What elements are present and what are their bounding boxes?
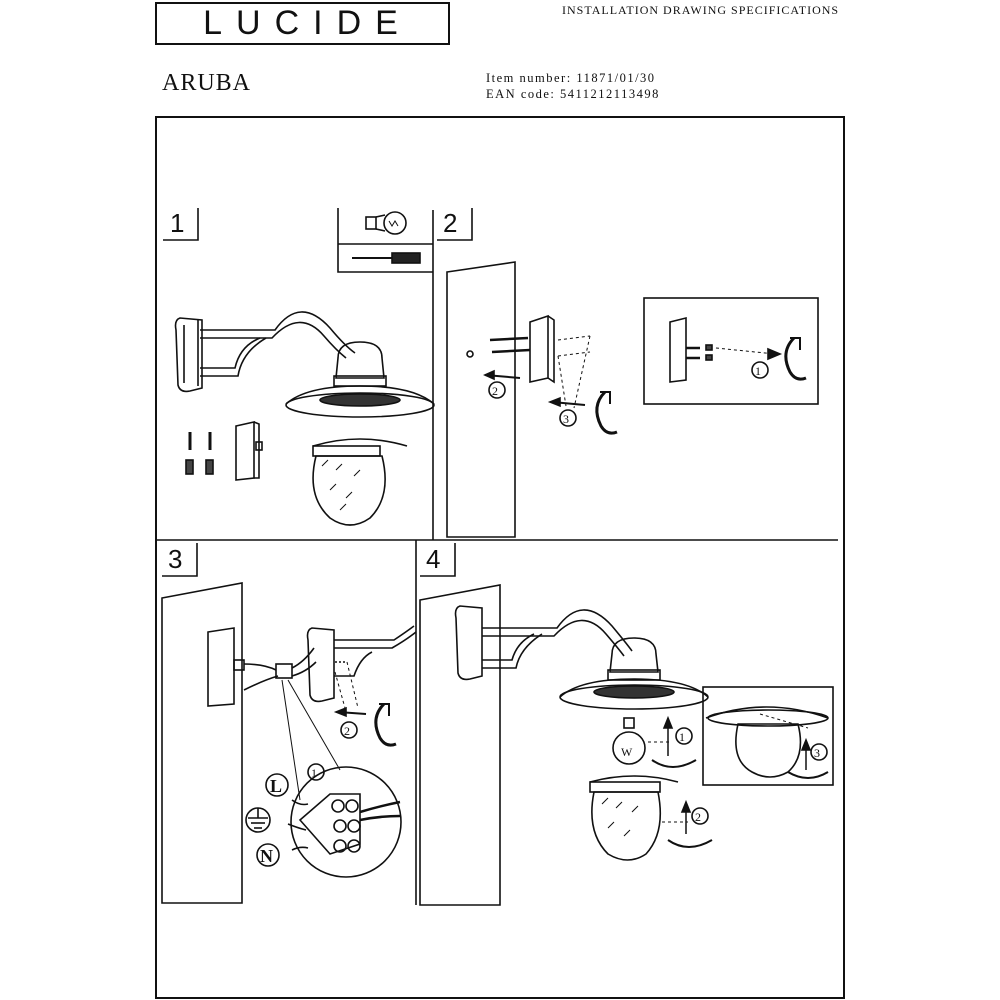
svg-text:2: 2	[344, 724, 350, 738]
ean-row: EAN code: 5411212113498	[486, 87, 660, 101]
callout-1-panel4: 1	[675, 727, 693, 745]
wall-panel-3	[161, 582, 243, 904]
wall-screws	[185, 432, 214, 475]
bulb-icon	[365, 211, 407, 235]
item-number-row: Item number: 11871/01/30	[486, 71, 656, 85]
detail-inset-panel4	[702, 686, 834, 786]
callout-2-panel2: 2	[488, 381, 506, 399]
callout-2-panel4: 2	[691, 807, 709, 825]
instructions-frame	[155, 116, 845, 999]
svg-text:1: 1	[311, 766, 317, 780]
step-1-number: 1	[170, 208, 184, 238]
product-name: ARUBA	[162, 70, 252, 96]
glass-diffuser	[312, 438, 408, 526]
document-title: INSTALLATION DRAWING SPECIFICATIONS	[562, 3, 840, 17]
mounting-plate	[235, 421, 263, 481]
mounting-plate-wall	[529, 314, 555, 384]
svg-text:3: 3	[563, 412, 569, 426]
arm-panel-4	[454, 605, 633, 681]
svg-text:N: N	[260, 846, 273, 866]
svg-text:L: L	[270, 776, 282, 796]
screws-and-plugs	[466, 335, 591, 409]
bulb-panel4: W	[612, 715, 697, 768]
product-meta: Item number: 11871/01/30 EAN code: 54112…	[486, 70, 660, 102]
wall-panel-2	[446, 261, 516, 538]
step-2-number: 2	[443, 208, 457, 238]
rotate-arrow-icon-panel3	[374, 702, 397, 747]
lamp-shade-panel4	[559, 637, 709, 710]
ground-symbol-icon	[245, 807, 271, 833]
step-3-label-box: 3	[162, 543, 198, 577]
neutral-wire-label: N	[256, 843, 280, 867]
step-2-label-box: 2	[437, 208, 473, 241]
item-number: 11871/01/30	[576, 71, 656, 85]
plate-panel-3	[207, 627, 245, 707]
callout-3-panel4: 3	[810, 743, 828, 761]
panel-dividers	[157, 210, 838, 905]
svg-text:2: 2	[695, 810, 701, 824]
callout-2-panel3: 2	[340, 721, 358, 739]
tools-box	[337, 208, 433, 273]
callout-3-panel2: 3	[547, 396, 586, 427]
glass-panel4	[589, 775, 713, 861]
step-1-label-box: 1	[163, 208, 199, 241]
lamp-shade	[285, 341, 435, 418]
lamp-arm-assembly	[174, 311, 356, 393]
terminal-zoom	[281, 679, 402, 878]
svg-text:3: 3	[814, 746, 820, 760]
screwdriver-icon	[352, 252, 421, 264]
svg-text:W: W	[621, 745, 633, 759]
step-4-number: 4	[426, 544, 440, 574]
ean-code: 5411212113498	[560, 87, 660, 101]
step-4-label-box: 4	[420, 543, 456, 577]
svg-text:1: 1	[679, 730, 685, 744]
brand-logo: LUCIDE	[155, 2, 450, 45]
arm-panel-3	[306, 625, 417, 718]
detail-inset-panel2: 1	[643, 297, 819, 405]
svg-text:2: 2	[492, 384, 498, 398]
step-3-number: 3	[168, 544, 182, 574]
wall-panel-4	[419, 584, 501, 906]
svg-text:1: 1	[755, 364, 761, 378]
wires-panel-3	[243, 647, 317, 691]
live-wire-label: L	[265, 773, 289, 797]
rotate-arrow-icon	[595, 390, 618, 435]
